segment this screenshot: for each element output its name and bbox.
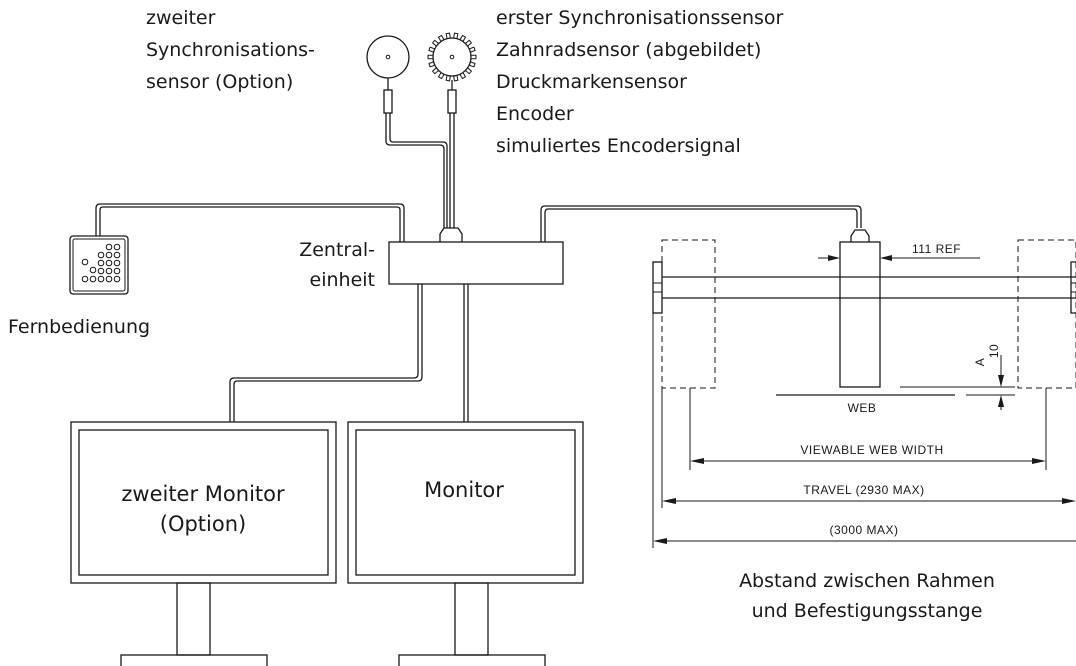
travel-label: TRAVEL (2930 MAX) [803,483,924,497]
remote-buttons [81,243,121,283]
gear-tooth [470,54,477,60]
monitor-base [398,654,546,666]
monitor-screen [78,429,329,576]
remote-button [89,275,97,283]
mounting-drawing [652,229,1076,548]
remote-button [105,275,113,283]
a-value: 10 [987,344,1001,358]
remote-button [97,267,105,275]
gear-tooth [431,39,439,47]
remote-control [69,203,405,295]
remote-button [81,258,89,266]
remote-button [81,275,89,283]
remote-button [105,259,113,267]
gear-tooth [428,46,435,53]
first-sensor-label-3: Druckmarkensensor [496,71,687,93]
remote-button [113,275,121,283]
monitor-screen [355,429,576,576]
sensor-plug [447,89,457,114]
remote-button [113,259,121,267]
remote-button [105,267,113,275]
ref-dimension-label: 111 REF [912,242,961,256]
camera-body [839,241,881,388]
gear-tooth [427,54,434,60]
monitor-stand [176,582,211,656]
second-sensor-label-1: zweiter [146,7,216,29]
central-unit-label-1: Zentral- [299,239,375,261]
gear-tooth [465,39,473,47]
remote-button [97,251,105,259]
central-unit [388,227,564,285]
gear-sensor-icon [432,37,472,77]
monitor-label: Monitor [424,478,504,502]
web-label: WEB [848,401,877,415]
gear-tooth [469,61,476,68]
gear-tooth [469,46,476,53]
remote-button [113,243,121,251]
main-monitor [347,421,584,666]
round-sensor-icon [366,35,410,79]
gear-tooth [453,75,459,82]
right-travel-position [1017,239,1076,389]
central-unit-box [388,241,564,285]
first-sensor-label-4: Encoder [496,103,574,125]
distance-label-1: Abstand zwischen Rahmen [739,570,995,592]
first-sensor-label-5: simuliertes Encodersignal [496,135,741,157]
second-sensor-label-2: Synchronisations- [146,39,315,61]
viewable-web-width-label: VIEWABLE WEB WIDTH [800,443,943,457]
monitor-stand [454,582,489,656]
gear-teeth [427,32,477,82]
camera-cable [540,205,862,242]
camera-connector [850,229,870,242]
gear-tooth [445,32,451,39]
sensor-connector [439,227,463,242]
remote-button [89,266,97,274]
remote-button [113,251,121,259]
gear-tooth [459,72,467,80]
remote-button [113,267,121,275]
first-sensor-label-2: Zahnradsensor (abgebildet) [496,39,761,61]
gear-tooth [437,72,445,80]
first-sensor-label-1: erster Synchronisationssensor [496,7,784,29]
gear-tooth [428,61,435,68]
monitor-base [120,654,268,666]
monitor-cables [229,284,469,422]
second-monitor-label-1: zweiter Monitor [121,482,285,506]
distance-label-2: und Befestigungsstange [752,600,983,622]
remote-control-icon [69,235,129,295]
remote-button [105,251,113,259]
remote-label: Fernbedienung [8,316,150,338]
central-unit-label-2: einheit [310,269,375,291]
gear-tooth [445,75,451,82]
monitor-frame [347,421,584,584]
remote-button [97,259,105,267]
gear-tooth [453,32,459,39]
gear-sensor [427,32,477,228]
second-sync-sensor [366,35,448,228]
sensor-plug [383,89,393,114]
second-monitor-label-2: (Option) [160,512,246,536]
gear-tooth [431,67,439,75]
gear-tooth [459,34,467,42]
remote-button [97,275,105,283]
gear-tooth [465,67,473,75]
left-end-bracket [652,261,663,314]
remote-button [105,243,113,251]
gear-tooth [437,34,445,42]
second-sensor-label-3: sensor (Option) [146,71,293,93]
left-travel-position [661,239,716,389]
total-label: (3000 MAX) [829,523,898,537]
second-monitor [70,421,337,666]
a-label: A [973,358,987,367]
